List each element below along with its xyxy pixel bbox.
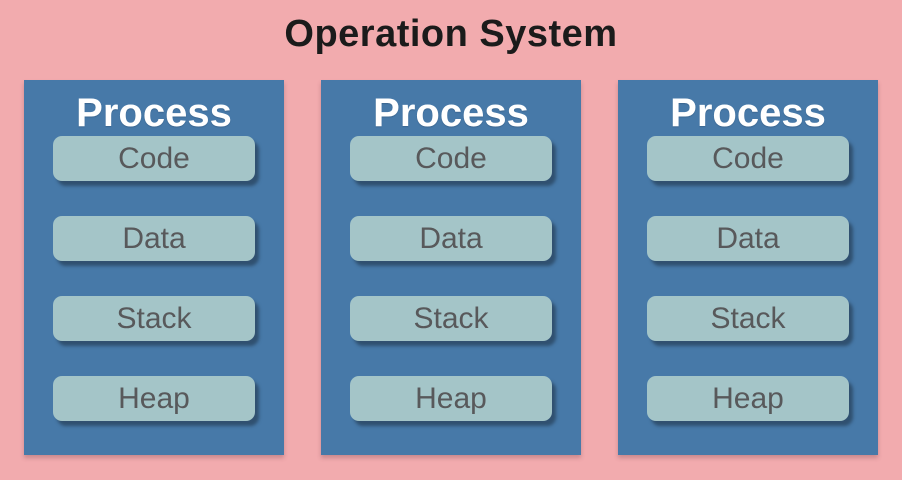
- segment-code: Code: [350, 136, 552, 181]
- process-row: Process Code Data Stack Heap Process Cod…: [0, 80, 902, 455]
- segment-data: Data: [350, 216, 552, 261]
- process-label: Process: [76, 91, 232, 135]
- segment-heap: Heap: [350, 376, 552, 421]
- segment-code: Code: [647, 136, 849, 181]
- segment-heap: Heap: [647, 376, 849, 421]
- segment-data: Data: [53, 216, 255, 261]
- segment-code: Code: [53, 136, 255, 181]
- diagram-title: Operation System: [284, 13, 618, 55]
- segment-stack: Stack: [53, 296, 255, 341]
- process-label: Process: [670, 91, 826, 135]
- process-label: Process: [373, 91, 529, 135]
- process-box-3: Process Code Data Stack Heap: [618, 80, 878, 455]
- process-box-1: Process Code Data Stack Heap: [24, 80, 284, 455]
- segment-stack: Stack: [647, 296, 849, 341]
- process-box-2: Process Code Data Stack Heap: [321, 80, 581, 455]
- segment-stack: Stack: [350, 296, 552, 341]
- os-diagram: Operation System Process Code Data Stack…: [0, 13, 902, 455]
- segment-heap: Heap: [53, 376, 255, 421]
- segment-data: Data: [647, 216, 849, 261]
